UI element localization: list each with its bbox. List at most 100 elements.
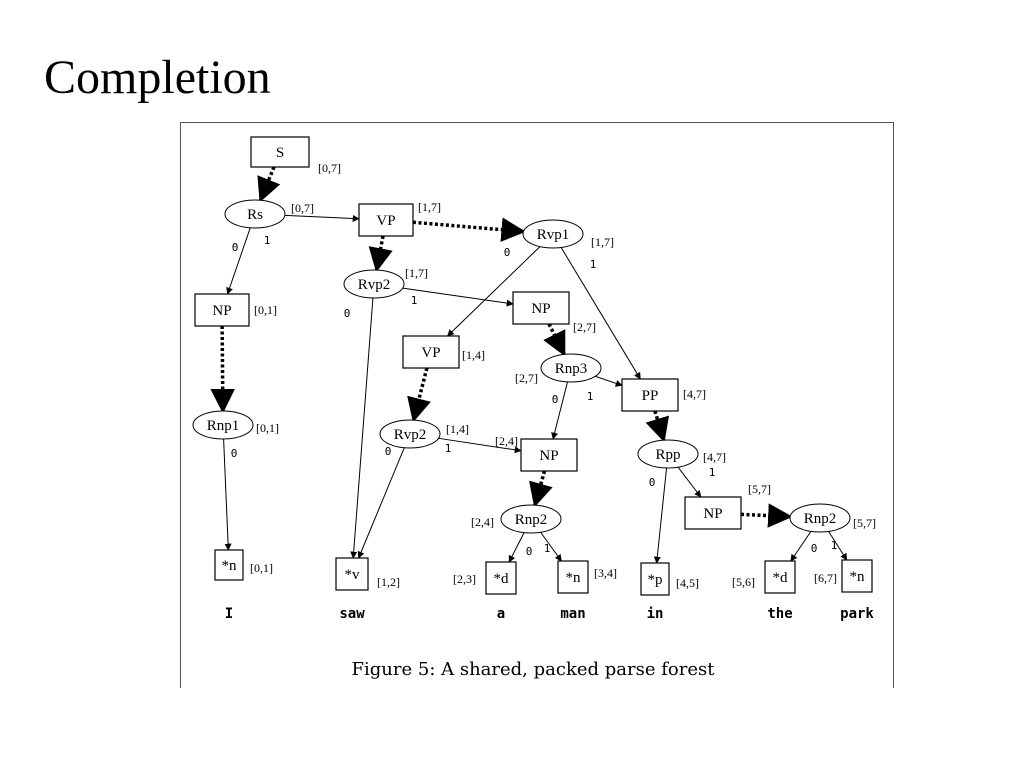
edge-NP4-to-Rnp2b <box>740 503 793 528</box>
node-label: NP <box>531 301 550 317</box>
node-shape-box <box>250 136 310 168</box>
node-label: *d <box>494 571 510 587</box>
node-label: Rpp <box>655 447 680 463</box>
node-label: NP <box>539 448 558 464</box>
edge-Rvp2b-to-NP3 <box>438 437 522 454</box>
node-Rnp2b: Rnp2[5,7] <box>789 503 876 533</box>
slide-title: Completion <box>44 51 271 104</box>
node-shape-ellipse <box>192 410 254 440</box>
node-shape-ellipse <box>540 353 602 383</box>
node-label: VP <box>376 213 395 229</box>
node-shape-box <box>194 293 250 327</box>
node-Rvp1: Rvp1[1,7] <box>522 219 614 249</box>
node-Rnp3: Rnp3 [2,7] <box>515 353 602 385</box>
edge-Rnp2b-to-n3 <box>828 531 848 561</box>
edge-Rvp2a-to-v1 <box>350 297 374 559</box>
node-NP3: NP [2,4] <box>495 434 578 472</box>
node-label: PP <box>642 388 659 404</box>
span-label: [1,2] <box>377 575 400 589</box>
node-shape-box <box>520 438 578 472</box>
node-shape-box <box>841 559 873 593</box>
node-label: *n <box>850 569 866 585</box>
span-label: [1,4] <box>462 348 485 362</box>
node-NP1: NP [0,1] <box>194 293 277 327</box>
node-label: Rs <box>247 207 263 223</box>
node-shape-box <box>358 203 414 237</box>
span-label: [1,7] <box>405 266 428 280</box>
node-Rvp2a: Rvp2 [1,7] <box>343 266 428 299</box>
edges-layer <box>210 166 848 564</box>
edge-Rnp2a-to-d1 <box>508 532 525 563</box>
edge-Rvp2b-to-v1 <box>357 447 405 559</box>
span-label: [1,4] <box>446 422 469 436</box>
node-shape-ellipse <box>522 219 584 249</box>
node-shape-box <box>485 561 517 595</box>
edge-label-Rnp3-to-PP: 1 <box>587 390 594 403</box>
node-shape-box <box>335 557 369 591</box>
edge-label-Rs-to-NP1: 0 <box>232 241 239 254</box>
node-Rnp2a: Rnp2[2,4] <box>471 504 562 534</box>
span-label: [5,7] <box>748 482 771 496</box>
node-label: *n <box>222 558 238 574</box>
edge-PP-to-Rpp <box>645 410 670 443</box>
edge-Rnp1-to-n1 <box>223 438 232 551</box>
node-label: *d <box>773 570 789 586</box>
node-label: NP <box>212 303 231 319</box>
node-shape-box <box>214 549 244 581</box>
node-d2: *d[5,6] <box>732 560 796 594</box>
span-label: [2,4] <box>495 434 518 448</box>
edge-label-Rnp1-to-n1: 0 <box>231 447 238 460</box>
node-v1: *v[1,2] <box>335 557 400 591</box>
edge-label-Rnp3-to-NP3: 0 <box>552 393 559 406</box>
node-Rpp: Rpp [4,7] <box>637 439 726 469</box>
node-shape-box <box>684 496 742 530</box>
edge-label-Rnp2a-to-n2: 1 <box>544 542 551 555</box>
edge-label-Rvp2a-to-NP2: 1 <box>411 294 418 307</box>
edge-label-Rpp-to-NP4: 1 <box>709 466 716 479</box>
node-label: *n <box>566 570 582 586</box>
node-label: Rnp3 <box>555 361 588 377</box>
node-shape-box <box>512 291 570 325</box>
span-label: [0,1] <box>256 421 279 435</box>
edge-label-Rs-to-VP1: 1 <box>264 234 271 247</box>
edge-NP2-to-Rnp3 <box>543 323 566 357</box>
edge-label-Rvp2b-to-v1: 0 <box>385 445 392 458</box>
span-label: [0,1] <box>250 561 273 575</box>
node-label: Rvp2 <box>394 427 427 443</box>
word-label-the: the <box>767 606 792 622</box>
node-shape-ellipse <box>789 503 851 533</box>
edge-label-Rpp-to-p1: 0 <box>649 476 656 489</box>
node-shape-ellipse <box>224 199 286 229</box>
edge-Rnp2a-to-n2 <box>540 531 562 562</box>
node-shape-ellipse <box>500 504 562 534</box>
node-Rvp2b: Rvp2 [1,4] <box>379 419 469 449</box>
node-NP2: NP [2,7] <box>512 291 596 334</box>
node-n1: *n [0,1] <box>214 549 273 581</box>
edge-Rpp-to-p1 <box>653 467 668 564</box>
span-label: [0,1] <box>254 303 277 317</box>
span-label: [4,7] <box>703 450 726 464</box>
node-label: Rnp2 <box>515 512 548 528</box>
node-label: Rvp2 <box>358 277 391 293</box>
span-label: [0,7] <box>291 201 314 215</box>
node-d1: *d[2,3] <box>453 561 517 595</box>
edge-Rnp3-to-NP3 <box>551 381 568 440</box>
edge-label-Rvp2a-to-v1: 0 <box>344 307 351 320</box>
node-shape-ellipse <box>379 419 441 449</box>
word-label-man: man <box>560 606 585 622</box>
span-label: [2,7] <box>573 320 596 334</box>
node-shape-box <box>764 560 796 594</box>
node-label: Rnp2 <box>804 511 837 527</box>
node-label: *p <box>648 572 663 588</box>
edge-VP1-to-Rvp1 <box>412 217 526 242</box>
node-shape-box <box>402 335 460 369</box>
edge-VP2-to-Rvp2b <box>407 367 431 423</box>
node-shape-ellipse <box>343 269 405 299</box>
edge-NP1-to-Rnp1 <box>210 325 235 414</box>
node-label: S <box>276 145 284 161</box>
node-label: NP <box>703 506 722 522</box>
word-label-a: a <box>497 606 505 622</box>
span-label: [2,7] <box>515 371 538 385</box>
node-label: VP <box>421 345 440 361</box>
